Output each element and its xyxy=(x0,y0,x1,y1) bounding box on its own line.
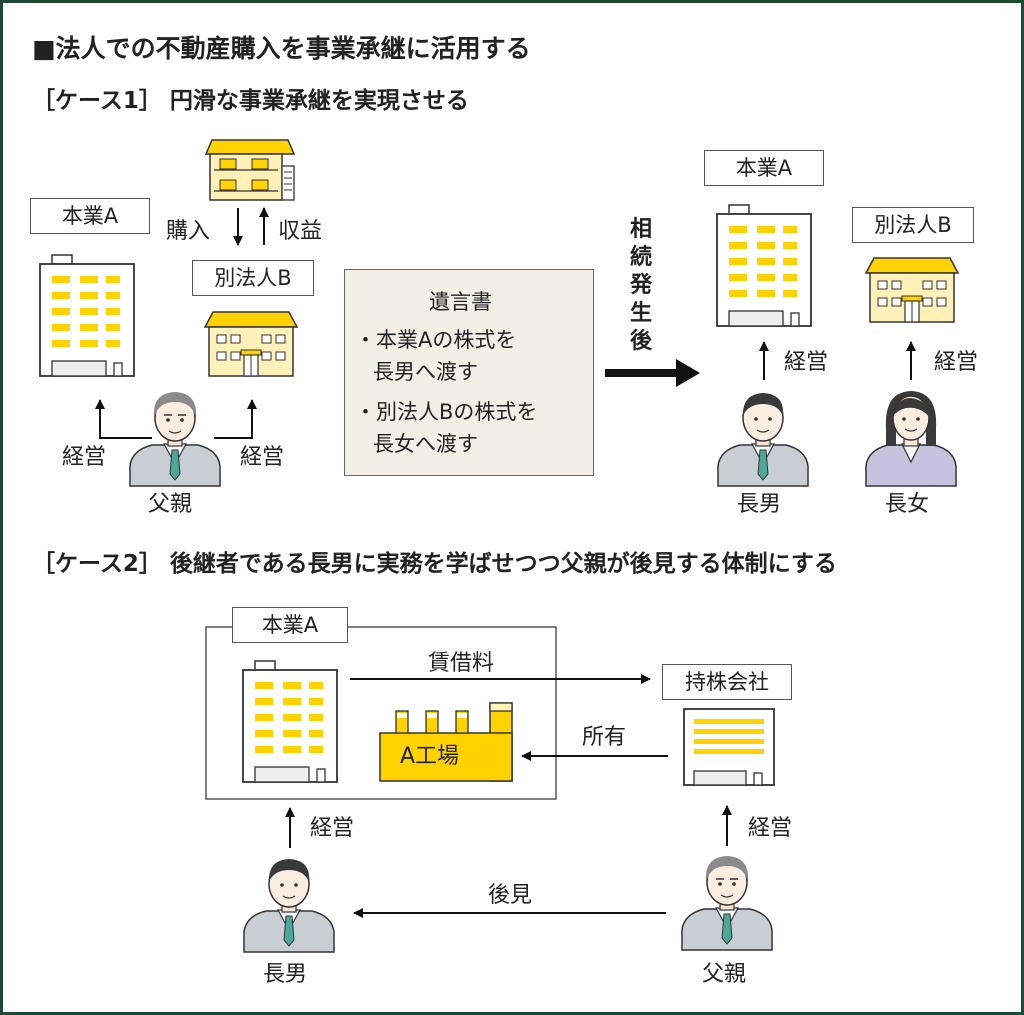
guardian-label: 後見 xyxy=(488,883,533,908)
case1-title: ［ケース1］ 円滑な事業承継を実現させる xyxy=(32,88,469,114)
revenue-label: 収益 xyxy=(278,219,323,244)
eldest-daughter-avatar xyxy=(865,390,957,487)
company-a-label-case2: 本業A xyxy=(232,607,348,643)
office-building-icon xyxy=(39,254,135,377)
manage-label-case2-right: 経営 xyxy=(748,816,793,841)
holding-building-icon xyxy=(683,708,775,786)
will-line2: ・別法人Bの株式を xyxy=(355,400,538,424)
father-avatar-case2 xyxy=(681,855,773,951)
father-label: 父親 xyxy=(148,492,193,517)
will-line2-cont: 長女へ渡す xyxy=(373,432,478,456)
page-title: ■法人での不動産購入を事業承継に活用する xyxy=(32,34,531,63)
manage-label-son: 経営 xyxy=(784,350,829,375)
case2-title: ［ケース2］ 後継者である長男に実務を学ばせつつ父親が後見する体制にする xyxy=(32,551,837,577)
factory-icon xyxy=(379,702,513,782)
will-line1: ・本業Aの株式を xyxy=(355,328,517,352)
purchase-label: 購入 xyxy=(166,219,211,244)
manage-arrow-right xyxy=(214,399,257,439)
will-title: 遺言書 xyxy=(429,290,492,314)
company-a-label-right: 本業A xyxy=(704,150,824,186)
manage-label-daughter: 経営 xyxy=(934,350,979,375)
will-box: 遺言書 ・本業Aの株式を 長男へ渡す ・別法人Bの株式を 長女へ渡す xyxy=(344,269,594,476)
office-building-icon-case2 xyxy=(242,660,338,783)
office-building-icon-right xyxy=(716,204,812,327)
apartment-icon xyxy=(204,139,296,201)
manage-arrow-left xyxy=(95,399,152,439)
father-label-case2: 父親 xyxy=(702,962,747,987)
manage-label-right: 経営 xyxy=(240,445,285,470)
will-line1-cont: 長男へ渡す xyxy=(373,360,478,384)
company-b-label: 別法人B xyxy=(192,260,314,296)
company-b-building-icon-right xyxy=(865,257,959,323)
manage-label-left: 経営 xyxy=(62,445,107,470)
holding-company-label: 持株会社 xyxy=(662,664,792,700)
after-inheritance-label: 相 続 発 生 後 xyxy=(629,217,652,354)
eldest-son-label-case2: 長男 xyxy=(263,962,308,987)
company-a-label: 本業A xyxy=(30,198,150,234)
eldest-daughter-label: 長女 xyxy=(885,492,930,517)
own-label: 所有 xyxy=(582,725,627,750)
rent-label: 賃借料 xyxy=(428,651,495,676)
eldest-son-label: 長男 xyxy=(737,492,782,517)
factory-label: A工場 xyxy=(400,744,460,769)
company-a-group-frame xyxy=(205,626,557,800)
company-b-building-icon xyxy=(204,311,298,377)
manage-label-case2-left: 経営 xyxy=(310,816,355,841)
eldest-son-avatar xyxy=(717,392,809,487)
company-b-label-right: 別法人B xyxy=(852,207,974,243)
eldest-son-avatar-case2 xyxy=(243,858,335,953)
